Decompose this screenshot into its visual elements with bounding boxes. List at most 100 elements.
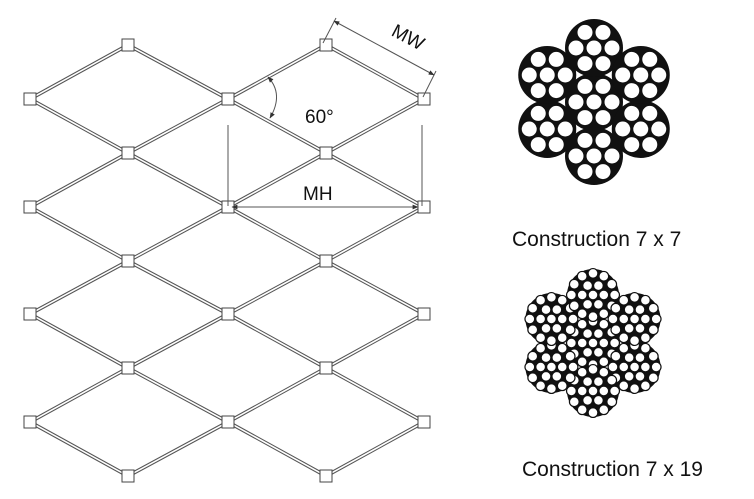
wire	[603, 39, 621, 57]
wire	[587, 363, 599, 375]
wire	[603, 147, 621, 165]
wire	[535, 361, 547, 373]
wire	[576, 318, 588, 330]
wire	[634, 304, 646, 316]
wire	[551, 370, 563, 382]
mesh-cable-segment	[227, 420, 327, 475]
wire	[641, 50, 659, 69]
wire	[632, 66, 650, 84]
wire	[618, 294, 630, 306]
wire	[629, 291, 641, 303]
wire	[587, 385, 599, 397]
wire	[606, 374, 618, 386]
wire	[565, 385, 577, 397]
wire	[607, 361, 619, 373]
wire	[592, 328, 604, 340]
wire	[587, 407, 599, 419]
wire	[614, 120, 632, 138]
wire	[527, 324, 539, 336]
wire	[520, 66, 538, 84]
wire	[520, 120, 538, 138]
wire	[540, 304, 552, 316]
wire	[639, 313, 651, 325]
wire	[535, 294, 547, 306]
wire	[538, 66, 556, 84]
wire	[639, 332, 651, 344]
wire	[594, 77, 612, 96]
wire	[641, 81, 659, 100]
wire	[623, 370, 635, 382]
mesh-cable-segment	[325, 151, 425, 206]
wire	[623, 104, 641, 123]
wire	[606, 396, 618, 408]
mesh-cable-segment	[227, 262, 327, 316]
wire	[576, 77, 594, 96]
mesh-cable-segment	[227, 154, 327, 209]
wire	[618, 361, 630, 373]
mesh-cable-segment	[127, 100, 229, 155]
mesh-cable-segment	[29, 151, 129, 206]
mesh-cable-segment	[29, 369, 129, 424]
wire	[576, 337, 588, 349]
wire	[545, 313, 557, 325]
wire	[592, 280, 604, 292]
wire	[650, 361, 662, 373]
cable-cross-section-7x7-icon	[518, 19, 670, 185]
wire	[567, 147, 585, 165]
mesh-clamp-node	[121, 469, 135, 483]
wire	[639, 342, 651, 354]
mesh-cable-segment	[227, 97, 327, 152]
mesh-cable-segment	[127, 97, 229, 152]
wire	[576, 131, 594, 150]
mesh-cable-segment	[325, 369, 425, 424]
mesh-cable-segment	[127, 315, 229, 370]
mesh-clamp-node	[121, 146, 135, 160]
wire	[535, 342, 547, 354]
mesh-cable-segment	[29, 46, 129, 101]
wire	[568, 278, 580, 290]
wire	[535, 380, 547, 392]
mesh-cable-segment	[325, 97, 425, 152]
mesh-clamp-node	[417, 307, 431, 321]
wire	[576, 308, 588, 320]
wire	[603, 93, 621, 111]
wire	[556, 361, 568, 373]
wire	[535, 332, 547, 344]
wire	[606, 278, 618, 290]
wire	[634, 322, 646, 334]
mesh-cable-segment	[227, 208, 327, 263]
mw-extension-line-right	[422, 70, 437, 98]
wire	[567, 313, 579, 325]
caption-construction-7x7: Construction 7 x 7	[512, 228, 682, 251]
mesh-cable-segment	[227, 100, 327, 155]
wire	[529, 135, 547, 154]
wire	[623, 50, 641, 69]
mesh-cable-segment	[29, 43, 129, 98]
angle-arc	[267, 76, 277, 119]
wire	[582, 346, 594, 358]
wire	[629, 313, 641, 325]
mesh-cable-segment	[227, 423, 327, 478]
wire	[592, 394, 604, 406]
wire	[527, 350, 539, 362]
mesh-cables	[29, 43, 425, 478]
mesh-cable-segment	[127, 205, 229, 260]
wire	[598, 289, 610, 301]
wire	[576, 162, 594, 181]
wire	[556, 313, 568, 325]
mesh-cable-segment	[325, 420, 425, 475]
wire	[576, 54, 594, 73]
wire	[598, 337, 610, 349]
wire	[556, 342, 568, 354]
mesh-cable-segment	[127, 312, 229, 367]
wire	[567, 39, 585, 57]
wire	[576, 270, 588, 282]
mesh-cable-segment	[29, 366, 129, 421]
mesh-cable-segment	[227, 366, 327, 421]
wire	[540, 370, 552, 382]
wire	[582, 298, 594, 310]
wire	[529, 104, 547, 123]
mesh-cable-segment	[325, 366, 425, 421]
mesh-clamp-node	[417, 200, 431, 214]
